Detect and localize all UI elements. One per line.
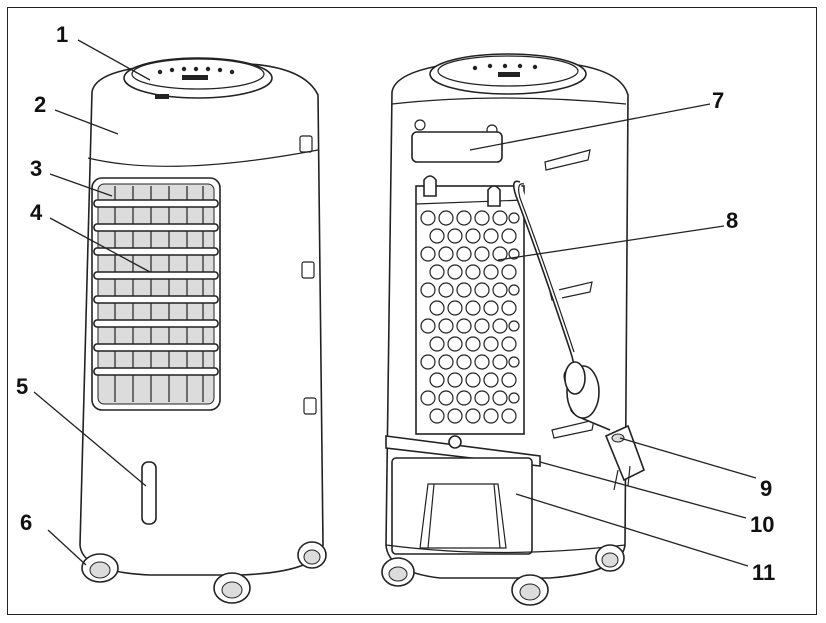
front-horizontal-louvers [93,199,219,376]
callout-10: 10 [750,512,775,537]
front-unit [79,57,327,604]
callout-3: 3 [30,156,43,181]
power-plug [604,424,645,491]
callout-7: 7 [712,88,725,113]
callout-2: 2 [34,92,47,117]
callout-6: 6 [20,510,33,535]
leader-lines [33,39,757,567]
back-filter-frame [415,185,525,435]
front-casters [81,541,327,604]
callout-11: 11 [752,560,776,585]
callout-8: 8 [726,208,739,233]
callout-5: 5 [16,374,29,399]
front-water-level-window [141,461,157,525]
water-tank [391,457,533,555]
power-cord [512,180,611,431]
back-handle-recess [411,131,503,163]
callout-9: 9 [760,476,773,501]
filter-holes [420,210,520,424]
diagram-border [7,7,817,615]
back-control-buttons [472,63,538,77]
back-casters [381,544,625,606]
front-control-buttons [155,66,235,99]
back-unit [381,53,645,606]
callout-1: 1 [56,22,69,47]
front-vertical-louvers [114,186,204,402]
callout-4: 4 [30,200,43,225]
